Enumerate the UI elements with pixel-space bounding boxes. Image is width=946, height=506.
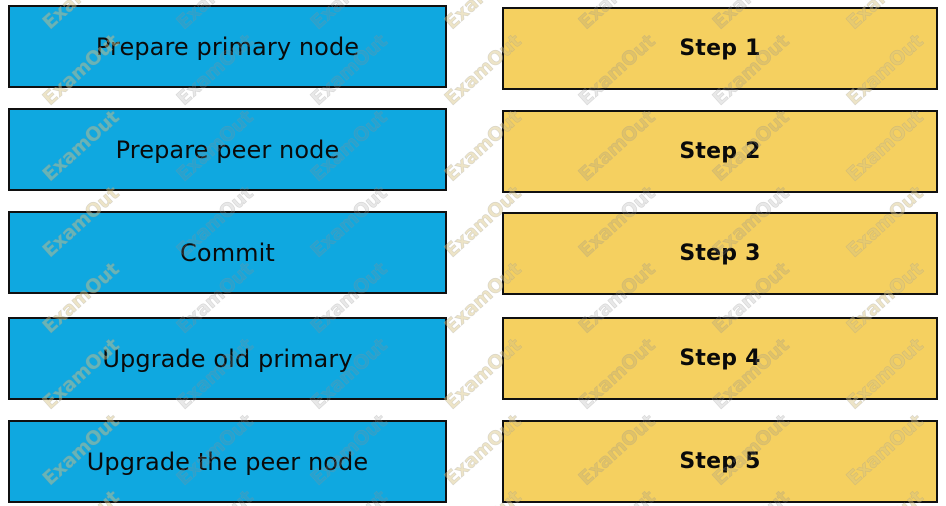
step-box-3[interactable]: Step 3	[502, 212, 938, 295]
step-box-4[interactable]: Step 4	[502, 317, 938, 400]
step-box-5-label: Step 5	[679, 449, 761, 474]
task-box-3[interactable]: Commit	[8, 211, 447, 294]
step-box-5[interactable]: Step 5	[502, 420, 938, 503]
step-box-3-label: Step 3	[679, 241, 761, 266]
task-box-5-label: Upgrade the peer node	[86, 447, 369, 476]
task-box-1[interactable]: Prepare primary node	[8, 5, 447, 88]
task-box-3-label: Commit	[180, 238, 275, 267]
task-box-2[interactable]: Prepare peer node	[8, 108, 447, 191]
step-box-2-label: Step 2	[679, 139, 761, 164]
task-box-4-label: Upgrade old primary	[102, 344, 353, 373]
task-box-5[interactable]: Upgrade the peer node	[8, 420, 447, 503]
task-box-1-label: Prepare primary node	[95, 32, 360, 61]
task-box-2-label: Prepare peer node	[115, 135, 340, 164]
step-box-4-label: Step 4	[679, 346, 761, 371]
step-box-1-label: Step 1	[679, 36, 761, 61]
step-box-1[interactable]: Step 1	[502, 7, 938, 90]
task-box-4[interactable]: Upgrade old primary	[8, 317, 447, 400]
step-box-2[interactable]: Step 2	[502, 110, 938, 193]
